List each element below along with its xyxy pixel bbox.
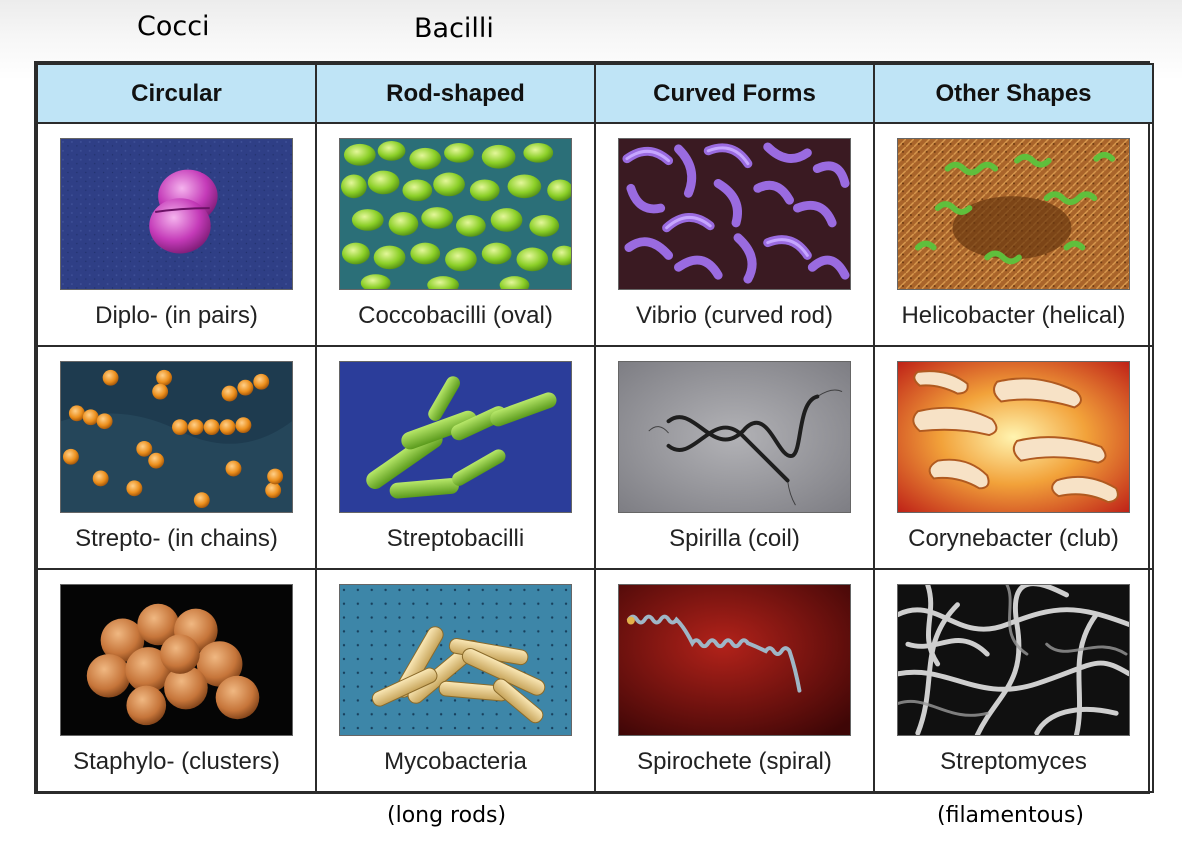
caption-corynebacter: Corynebacter (club) bbox=[908, 525, 1119, 552]
table-row: Staphylo- (clusters) bbox=[36, 568, 1154, 793]
table-cell: Streptobacilli bbox=[315, 345, 596, 570]
staphylococcus-micrograph bbox=[60, 584, 293, 736]
table-cell: Helicobacter (helical) bbox=[873, 122, 1154, 347]
mycobacteria-micrograph bbox=[339, 584, 572, 736]
helicobacter-micrograph bbox=[897, 138, 1130, 290]
coccobacilli-micrograph bbox=[339, 138, 572, 290]
caption-streptobacilli: Streptobacilli bbox=[386, 525, 525, 552]
diplococcus-micrograph bbox=[60, 138, 293, 290]
table-cell: Spirilla (coil) bbox=[594, 345, 875, 570]
table-row: Diplo- (in pairs) bbox=[36, 122, 1154, 347]
caption-streptomyces: Streptomyces bbox=[940, 748, 1087, 775]
spirochete-micrograph bbox=[618, 584, 851, 736]
bacteria-shapes-table: Circular Rod-shaped Curved Forms Other S… bbox=[34, 61, 1154, 794]
long-rods-label: (long rods) bbox=[387, 803, 507, 828]
table-cell: Diplo- (in pairs) bbox=[36, 122, 317, 347]
table-cell: Strepto- (in chains) bbox=[36, 345, 317, 570]
caption-diplo: Diplo- (in pairs) bbox=[95, 302, 258, 329]
table-cell: Staphylo- (clusters) bbox=[36, 568, 317, 793]
vibrio-micrograph bbox=[618, 138, 851, 290]
header-circular: Circular bbox=[36, 63, 317, 124]
streptobacilli-micrograph bbox=[339, 361, 572, 513]
filamentous-label: (filamentous) bbox=[937, 803, 1085, 828]
header-curved-forms: Curved Forms bbox=[594, 63, 875, 124]
caption-helicobacter: Helicobacter (helical) bbox=[901, 302, 1126, 329]
table-cell: Vibrio (curved rod) bbox=[594, 122, 875, 347]
cocci-label: Cocci bbox=[137, 11, 210, 42]
corynebacter-micrograph bbox=[897, 361, 1130, 513]
caption-coccobacilli: Coccobacilli (oval) bbox=[358, 302, 553, 329]
caption-vibrio: Vibrio (curved rod) bbox=[636, 302, 833, 329]
bacilli-label: Bacilli bbox=[414, 13, 494, 44]
header-rod-shaped: Rod-shaped bbox=[315, 63, 596, 124]
caption-strepto: Strepto- (in chains) bbox=[75, 525, 278, 552]
table-cell: Corynebacter (club) bbox=[873, 345, 1154, 570]
caption-spirilla: Spirilla (coil) bbox=[669, 525, 800, 552]
streptococcus-micrograph bbox=[60, 361, 293, 513]
caption-spirochete: Spirochete (spiral) bbox=[637, 748, 832, 775]
caption-mycobacteria: Mycobacteria bbox=[384, 748, 527, 775]
table-cell: Spirochete (spiral) bbox=[594, 568, 875, 793]
table-cell: Mycobacteria bbox=[315, 568, 596, 793]
header-other-shapes: Other Shapes bbox=[873, 63, 1154, 124]
spirilla-micrograph bbox=[618, 361, 851, 513]
caption-staphylo: Staphylo- (clusters) bbox=[73, 748, 280, 775]
table-cell: Coccobacilli (oval) bbox=[315, 122, 596, 347]
streptomyces-micrograph bbox=[897, 584, 1130, 736]
table-cell: Streptomyces bbox=[873, 568, 1154, 793]
table-row: Strepto- (in chains) bbox=[36, 345, 1154, 570]
header-row: Circular Rod-shaped Curved Forms Other S… bbox=[36, 63, 1154, 124]
